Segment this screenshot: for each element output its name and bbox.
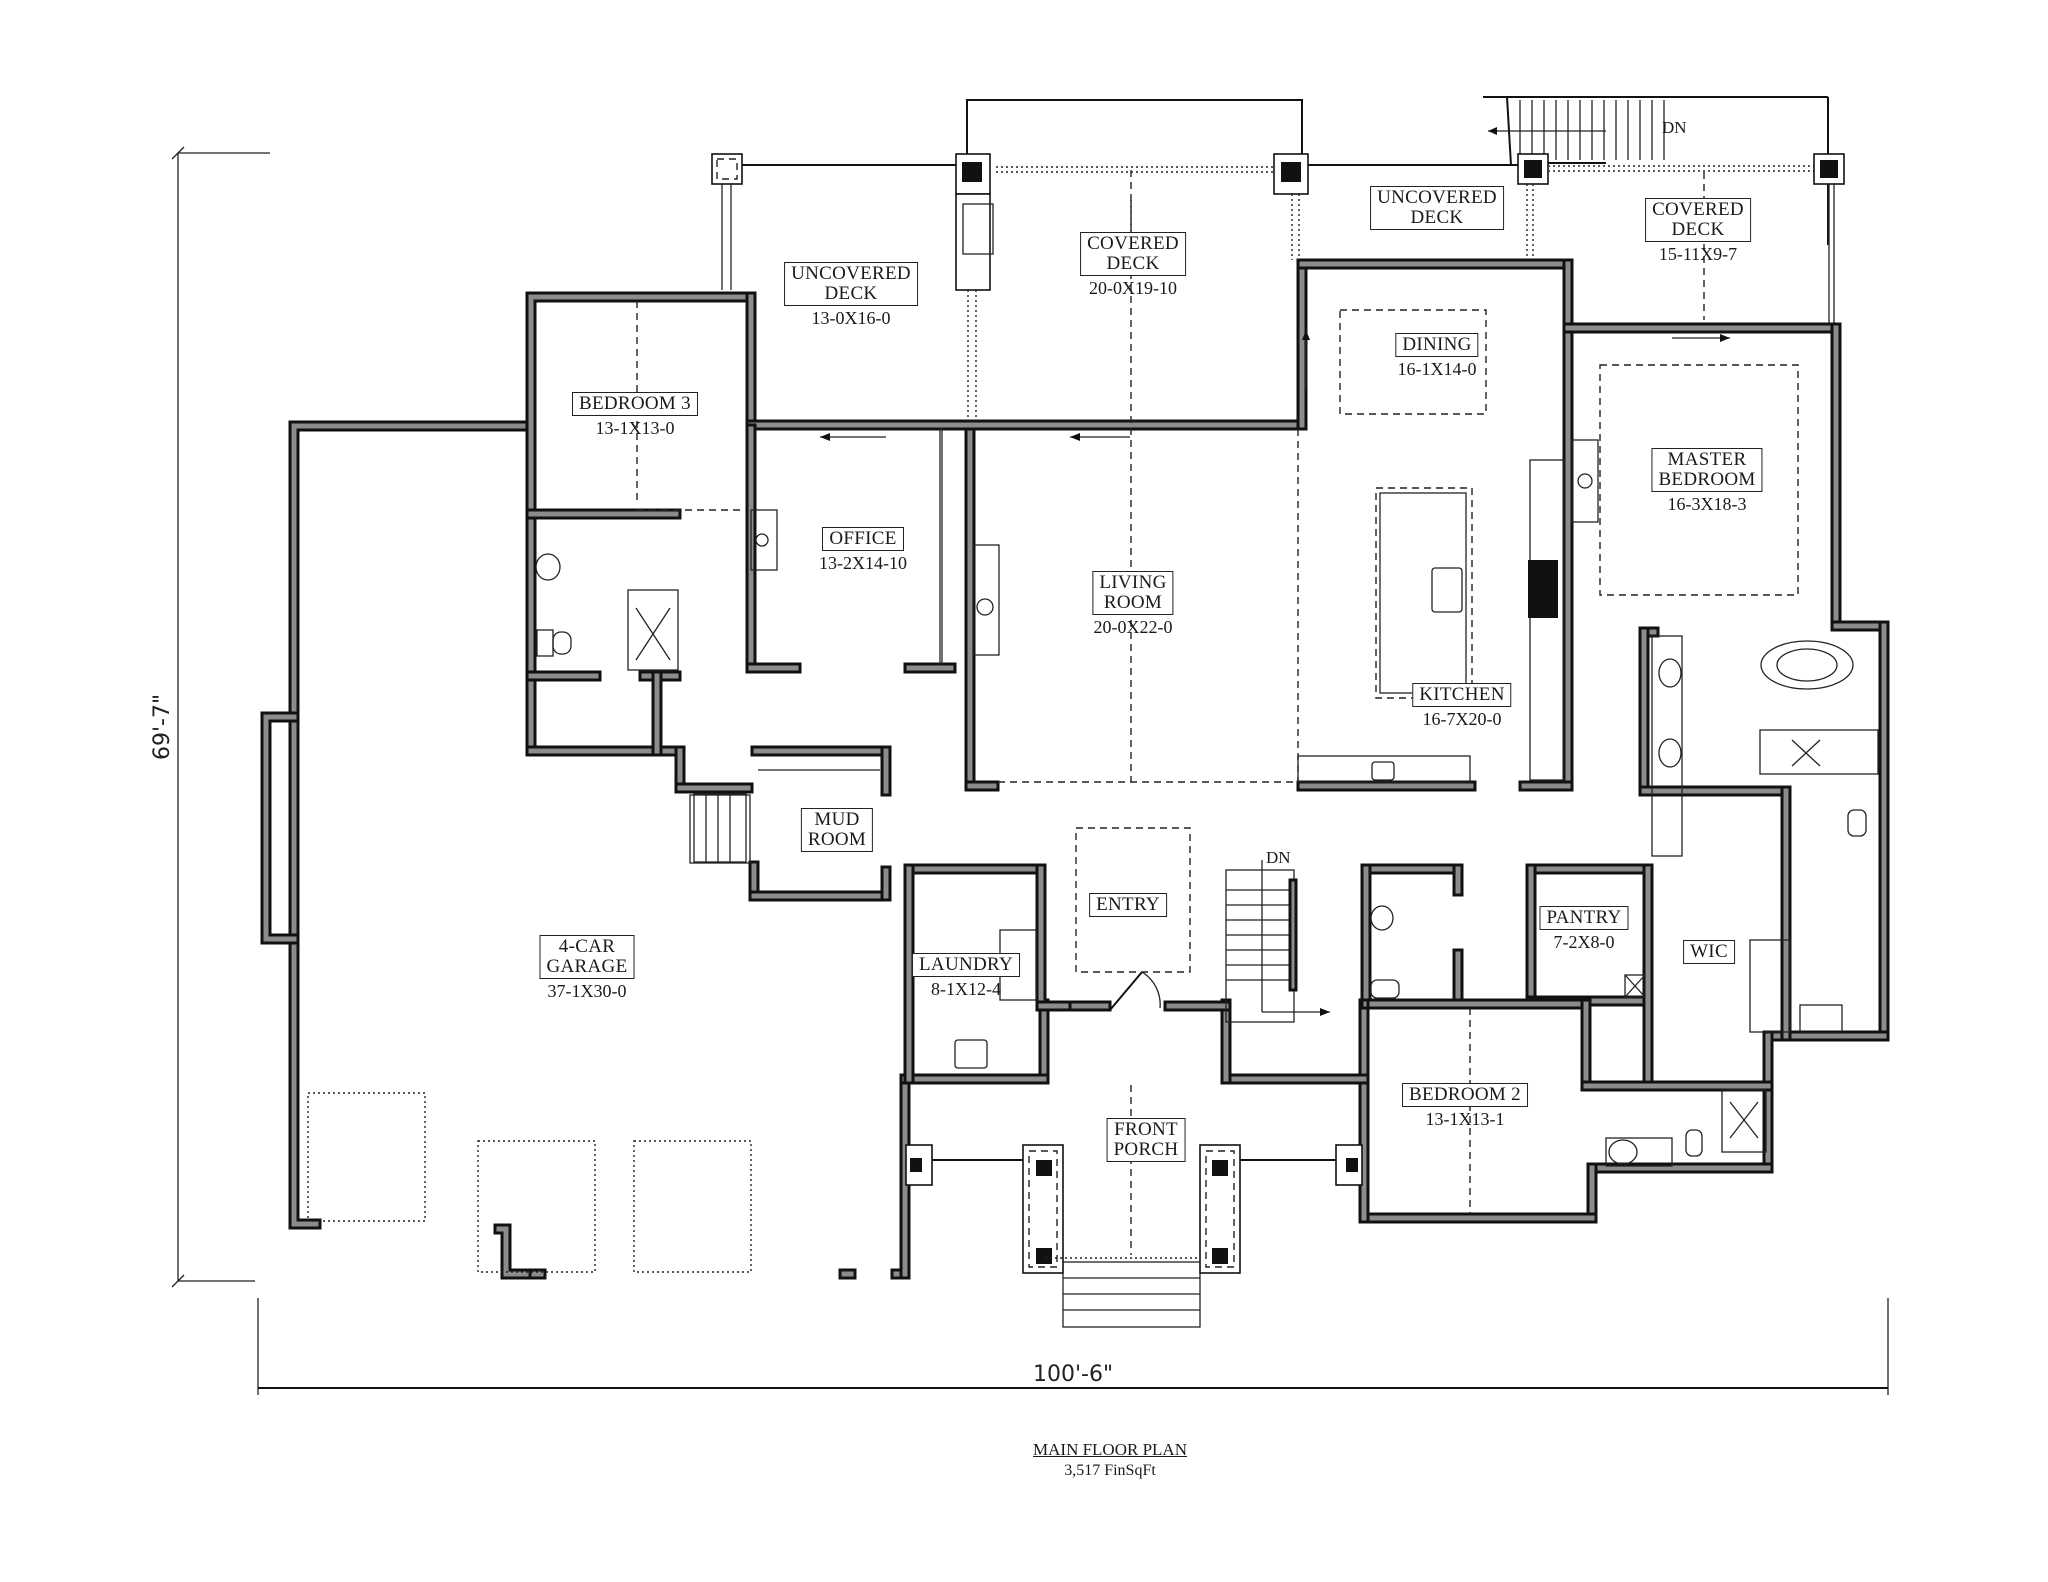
room-name-line2: ROOM (1103, 591, 1163, 613)
room-name: FRONT (1114, 1119, 1178, 1140)
room-name: COVERED (1087, 233, 1179, 254)
rear-decks (711, 96, 1845, 420)
room-dimension: 13-1X13-0 (595, 417, 675, 438)
room-dimension: 13-2X14-10 (819, 552, 907, 573)
room-dimension: 8-1X12-4 (931, 978, 1001, 999)
room-name-line2: DECK (824, 282, 878, 304)
room-dimension: 15-11X9-7 (1658, 243, 1738, 264)
room-label-laundry: LAUNDRY 8-1X12-4 (912, 953, 1020, 999)
room-name-line2: DECK (1671, 218, 1725, 240)
room-name-line2: PORCH (1113, 1138, 1179, 1160)
room-name-line2: DECK (1410, 206, 1464, 228)
deck-stair-down-label: DN (1662, 118, 1687, 137)
interior-walls (307, 200, 1879, 1328)
room-label-dining: DINING 16-1X14-0 (1395, 333, 1479, 379)
finished-square-footage: 3,517 FinSqFt (1064, 1462, 1156, 1479)
plan-title: MAIN FLOOR PLAN (1033, 1440, 1187, 1459)
room-label-office: OFFICE 13-2X14-10 (819, 527, 907, 573)
room-label-entry: ENTRY (1089, 893, 1167, 917)
room-dimension: 13-1X13-1 (1425, 1108, 1505, 1129)
overall-width-dimension: 100'-6" (1033, 1362, 1114, 1387)
room-name-line2: DECK (1106, 252, 1160, 274)
room-name: MUD (814, 809, 860, 830)
interior-stair-down-label: DN (1266, 848, 1291, 867)
room-dimension: 37-1X30-0 (547, 980, 627, 1001)
room-label-bedroom-3: BEDROOM 3 13-1X13-0 (572, 392, 698, 438)
deck-stair-treads (1488, 100, 1665, 160)
overall-depth-dimension: 69'-7" (150, 693, 175, 760)
room-name: UNCOVERED (1377, 187, 1497, 208)
plan-title-block: MAIN FLOOR PLAN 3,517 FinSqFt (1033, 1440, 1187, 1480)
room-label-kitchen: KITCHEN 16-7X20-0 (1412, 683, 1512, 729)
room-dimension: 16-3X18-3 (1667, 493, 1747, 514)
dimension-lines (171, 146, 1889, 1395)
room-label-wic: WIC (1683, 940, 1735, 964)
room-label-bedroom-2: BEDROOM 2 13-1X13-1 (1402, 1083, 1528, 1129)
room-dimension: 13-0X16-0 (811, 307, 891, 328)
room-dimension: 16-1X14-0 (1397, 358, 1477, 379)
room-dimension: 20-0X22-0 (1093, 616, 1173, 637)
room-name-line2: GARAGE (546, 955, 628, 977)
room-name: COVERED (1652, 199, 1744, 220)
room-name: MASTER (1667, 449, 1747, 470)
room-name-line2: BEDROOM (1658, 468, 1756, 490)
room-name: 4-CAR (558, 936, 616, 957)
room-name-line2: ROOM (807, 828, 867, 850)
room-dimension: 7-2X8-0 (1553, 931, 1615, 952)
room-dimension: 16-7X20-0 (1422, 708, 1502, 729)
room-label-pantry: PANTRY 7-2X8-0 (1539, 906, 1629, 952)
room-dimension: 20-0X19-10 (1088, 277, 1177, 298)
room-name: UNCOVERED (791, 263, 911, 284)
room-name: LIVING (1099, 572, 1167, 593)
